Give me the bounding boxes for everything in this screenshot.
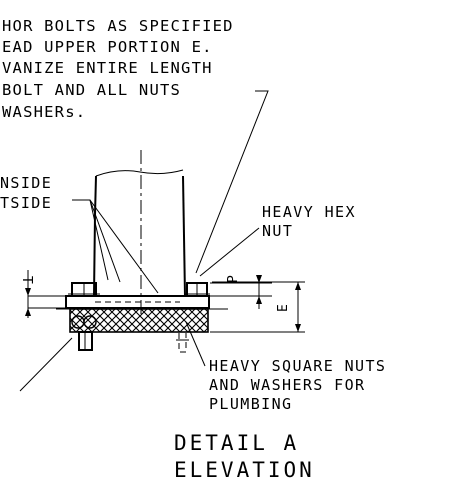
leader-hex-nut <box>199 227 260 277</box>
weld-inside-label: NSIDE <box>0 174 52 192</box>
heavy-hex-nut-label: HEAVY HEX NUT <box>262 203 356 240</box>
title-detail-a: DETAIL A <box>174 431 299 455</box>
dim-t-label: T <box>19 276 34 284</box>
leader-weld-outside <box>72 199 109 281</box>
grout-pad-hatch <box>69 308 209 333</box>
leveling-label-line-1: HEAVY SQUARE NUTS <box>209 357 386 375</box>
pole-shaft <box>93 150 186 316</box>
note-line-4: BOLT AND ALL NUTS <box>2 81 181 99</box>
note-line-2: EAD UPPER PORTION E. <box>2 38 213 56</box>
heavy-hex-label-line-1: HEAVY HEX <box>262 203 356 221</box>
heavy-hex-label-line-2: NUT <box>262 222 293 240</box>
leveling-label-line-3: PLUMBING <box>209 395 292 413</box>
anchor-bolt-note: HOR BOLTS AS SPECIFIED EAD UPPER PORTION… <box>2 17 234 121</box>
leveling-nuts-label: HEAVY SQUARE NUTS AND WASHERS FOR PLUMBI… <box>209 357 386 413</box>
dim-e-label: E <box>276 304 291 312</box>
dim-p-label: P <box>226 275 241 283</box>
leader-leveling-nuts <box>185 321 206 367</box>
leveling-label-line-2: AND WASHERS FOR <box>209 376 365 394</box>
pole-right-wall <box>182 175 186 297</box>
base-plate-outline <box>65 295 210 309</box>
note-line-1: HOR BOLTS AS SPECIFIED <box>2 17 234 35</box>
leveling-nuts <box>71 315 189 353</box>
leader-lower-left <box>19 337 73 392</box>
note-line-3: VANIZE ENTIRE LENGTH <box>2 59 213 77</box>
weld-outside-label: TSIDE <box>0 194 52 212</box>
anchor-bolt-nuts-upper <box>68 282 210 297</box>
dimension-p: P <box>210 275 272 309</box>
leader-lines <box>19 90 269 392</box>
leader-anchor-note <box>195 90 269 274</box>
leader-weld-inside <box>89 199 159 294</box>
pole-break-line <box>95 169 184 177</box>
right-bolt-hidden <box>178 333 187 353</box>
grout-pad <box>56 308 228 333</box>
detail-title: DETAIL A ELEVATION <box>174 431 315 482</box>
weld-labels: NSIDE TSIDE <box>0 174 52 212</box>
dimension-t: T <box>19 270 70 318</box>
base-plate <box>65 295 210 309</box>
dimension-e: E <box>210 281 305 333</box>
note-line-5: WASHERs. <box>2 103 86 121</box>
title-elevation: ELEVATION <box>174 458 315 482</box>
pole-left-wall <box>93 175 97 297</box>
